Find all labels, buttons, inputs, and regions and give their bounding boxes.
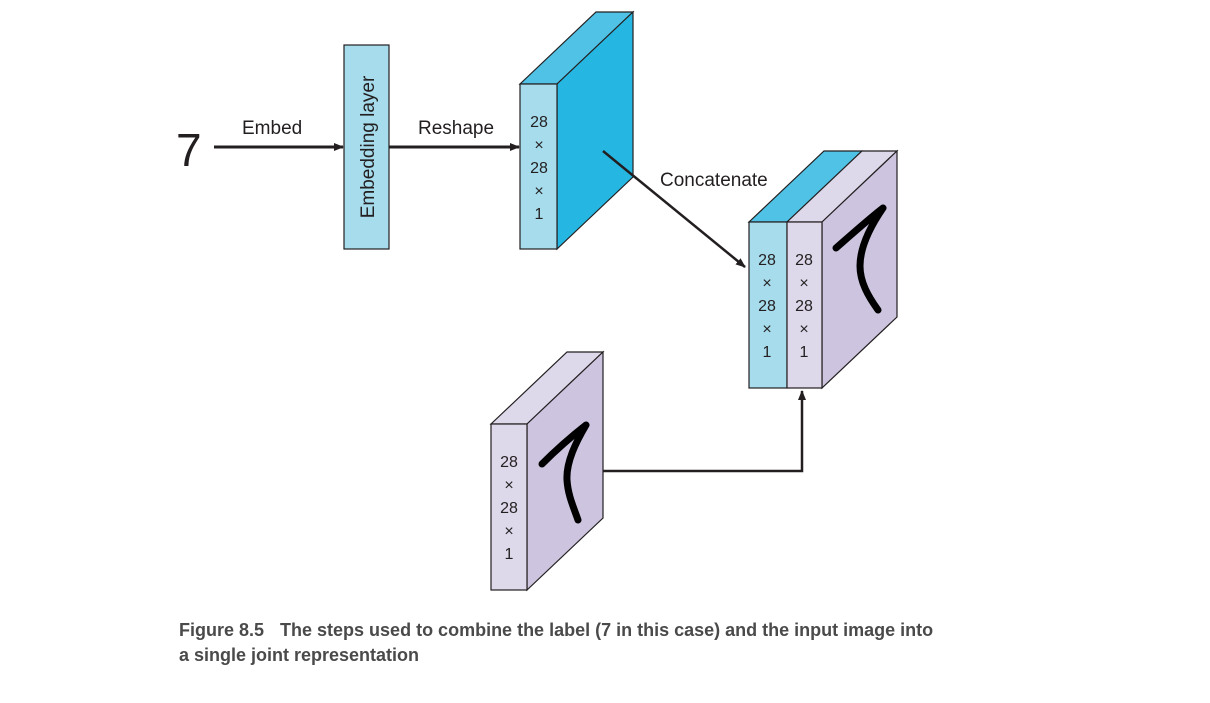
embedding-layer-label: Embedding layer [358, 75, 379, 218]
reshaped-dim-3: 28 [530, 160, 548, 177]
input-digit-image [538, 421, 590, 524]
caption-label: Figure 8.5 [179, 620, 265, 640]
concat-purple-dim-1: 28 [795, 252, 813, 269]
concatenate-arrow [602, 150, 746, 268]
concat-blue-dim-2: × [762, 275, 771, 292]
concatenate-label: Concatenate [660, 170, 768, 191]
reshaped-dim-2: × [534, 137, 543, 154]
reshaped-dim-5: 1 [535, 206, 544, 223]
embed-label: Embed [242, 118, 302, 139]
input-dim-1: 28 [500, 454, 518, 471]
input-image-front-face [490, 423, 528, 591]
input-dim-5: 1 [505, 546, 514, 563]
concat-blue-dim-1: 28 [758, 252, 776, 269]
input-image-dims: 28 × 28 × 1 [500, 454, 518, 563]
concatenated-digit-image [832, 204, 887, 314]
concat-purple-dim-2: × [799, 275, 808, 292]
diagram: 7 Embed Embedding layer Reshape 28 × 28 … [176, 10, 899, 592]
input-dim-3: 28 [500, 500, 518, 517]
reshaped-embedding-dims: 28 × 28 × 1 [530, 114, 548, 223]
concatenated-blue-dims: 28 × 28 × 1 [758, 252, 776, 361]
concat-purple-dim-5: 1 [800, 344, 809, 361]
concatenated-blue-front-face [748, 221, 788, 389]
reshaped-embedding-block: 28 × 28 × 1 [518, 10, 635, 251]
concatenated-block: 28 × 28 × 1 28 × 28 × 1 [747, 149, 899, 390]
concat-purple-dim-3: 28 [795, 298, 813, 315]
concat-blue-dim-3: 28 [758, 298, 776, 315]
concat-blue-dim-4: × [762, 321, 771, 338]
input-label: 7 [176, 124, 202, 176]
concat-blue-dim-5: 1 [763, 344, 772, 361]
input-to-concat-arrow [603, 390, 806, 473]
input-image-block: 28 × 28 × 1 [489, 350, 605, 592]
concat-purple-dim-4: × [799, 321, 808, 338]
reshaped-embedding-front-face [519, 83, 558, 250]
concatenated-purple-front-face [786, 221, 823, 389]
caption-text: The steps used to combine the label (7 i… [179, 620, 934, 665]
reshaped-dim-1: 28 [530, 114, 548, 131]
concatenated-purple-dims: 28 × 28 × 1 [795, 252, 813, 361]
reshape-label: Reshape [418, 118, 494, 139]
input-dim-2: × [504, 477, 513, 494]
reshaped-dim-4: × [534, 183, 543, 200]
input-dim-4: × [504, 523, 513, 540]
